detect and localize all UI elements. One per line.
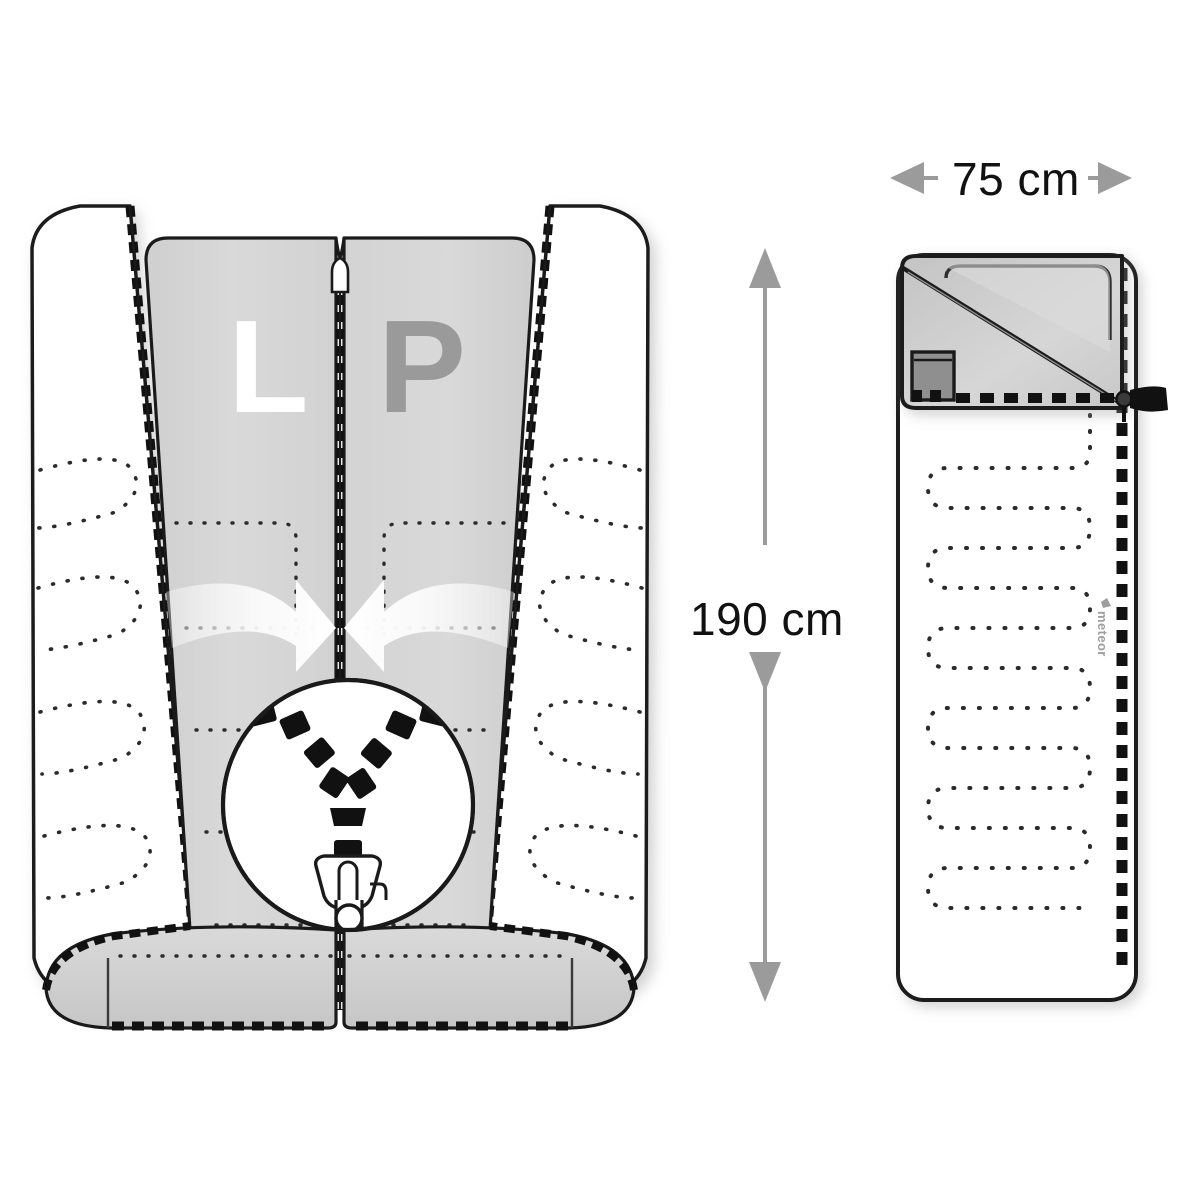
panel-letter-p: P: [378, 293, 466, 440]
width-dimension-label: 75 cm: [952, 153, 1080, 205]
left-view-group: L P: [30, 204, 650, 1031]
foot-panels: [42, 922, 638, 1031]
height-dimension: 190 cm: [690, 248, 844, 1002]
join-arrow-right: [344, 580, 514, 672]
arrow-right-head: [1098, 162, 1132, 194]
meteor-logo: meteor: [1095, 598, 1111, 657]
arrow-left-head: [890, 162, 924, 194]
zipper-slider-top: [330, 237, 350, 294]
foot-edge-teeth-right: [489, 922, 638, 991]
left-flap-quilting: [34, 457, 152, 900]
arrow-up-head: [749, 248, 781, 288]
right-flap-quilting: [528, 457, 646, 900]
bag-serpentine-quilting: [925, 413, 1093, 910]
right-view-group: meteor: [896, 253, 1168, 1002]
arrow-down-head-upper: [749, 652, 781, 692]
width-dimension: 75 cm: [890, 153, 1132, 205]
foot-edge-teeth-left: [42, 922, 191, 991]
zipper-detail-circle: [220, 677, 476, 933]
zipper-pull-tab: [1115, 386, 1168, 422]
join-arrow-left: [166, 580, 336, 672]
arrow-down-head: [749, 962, 781, 1002]
inner-pocket: [910, 350, 956, 402]
height-dimension-label: 190 cm: [690, 593, 844, 645]
flap-highlight: [946, 264, 1110, 352]
panel-letter-l: L: [228, 293, 309, 440]
meteor-logo-text: meteor: [1095, 611, 1110, 657]
